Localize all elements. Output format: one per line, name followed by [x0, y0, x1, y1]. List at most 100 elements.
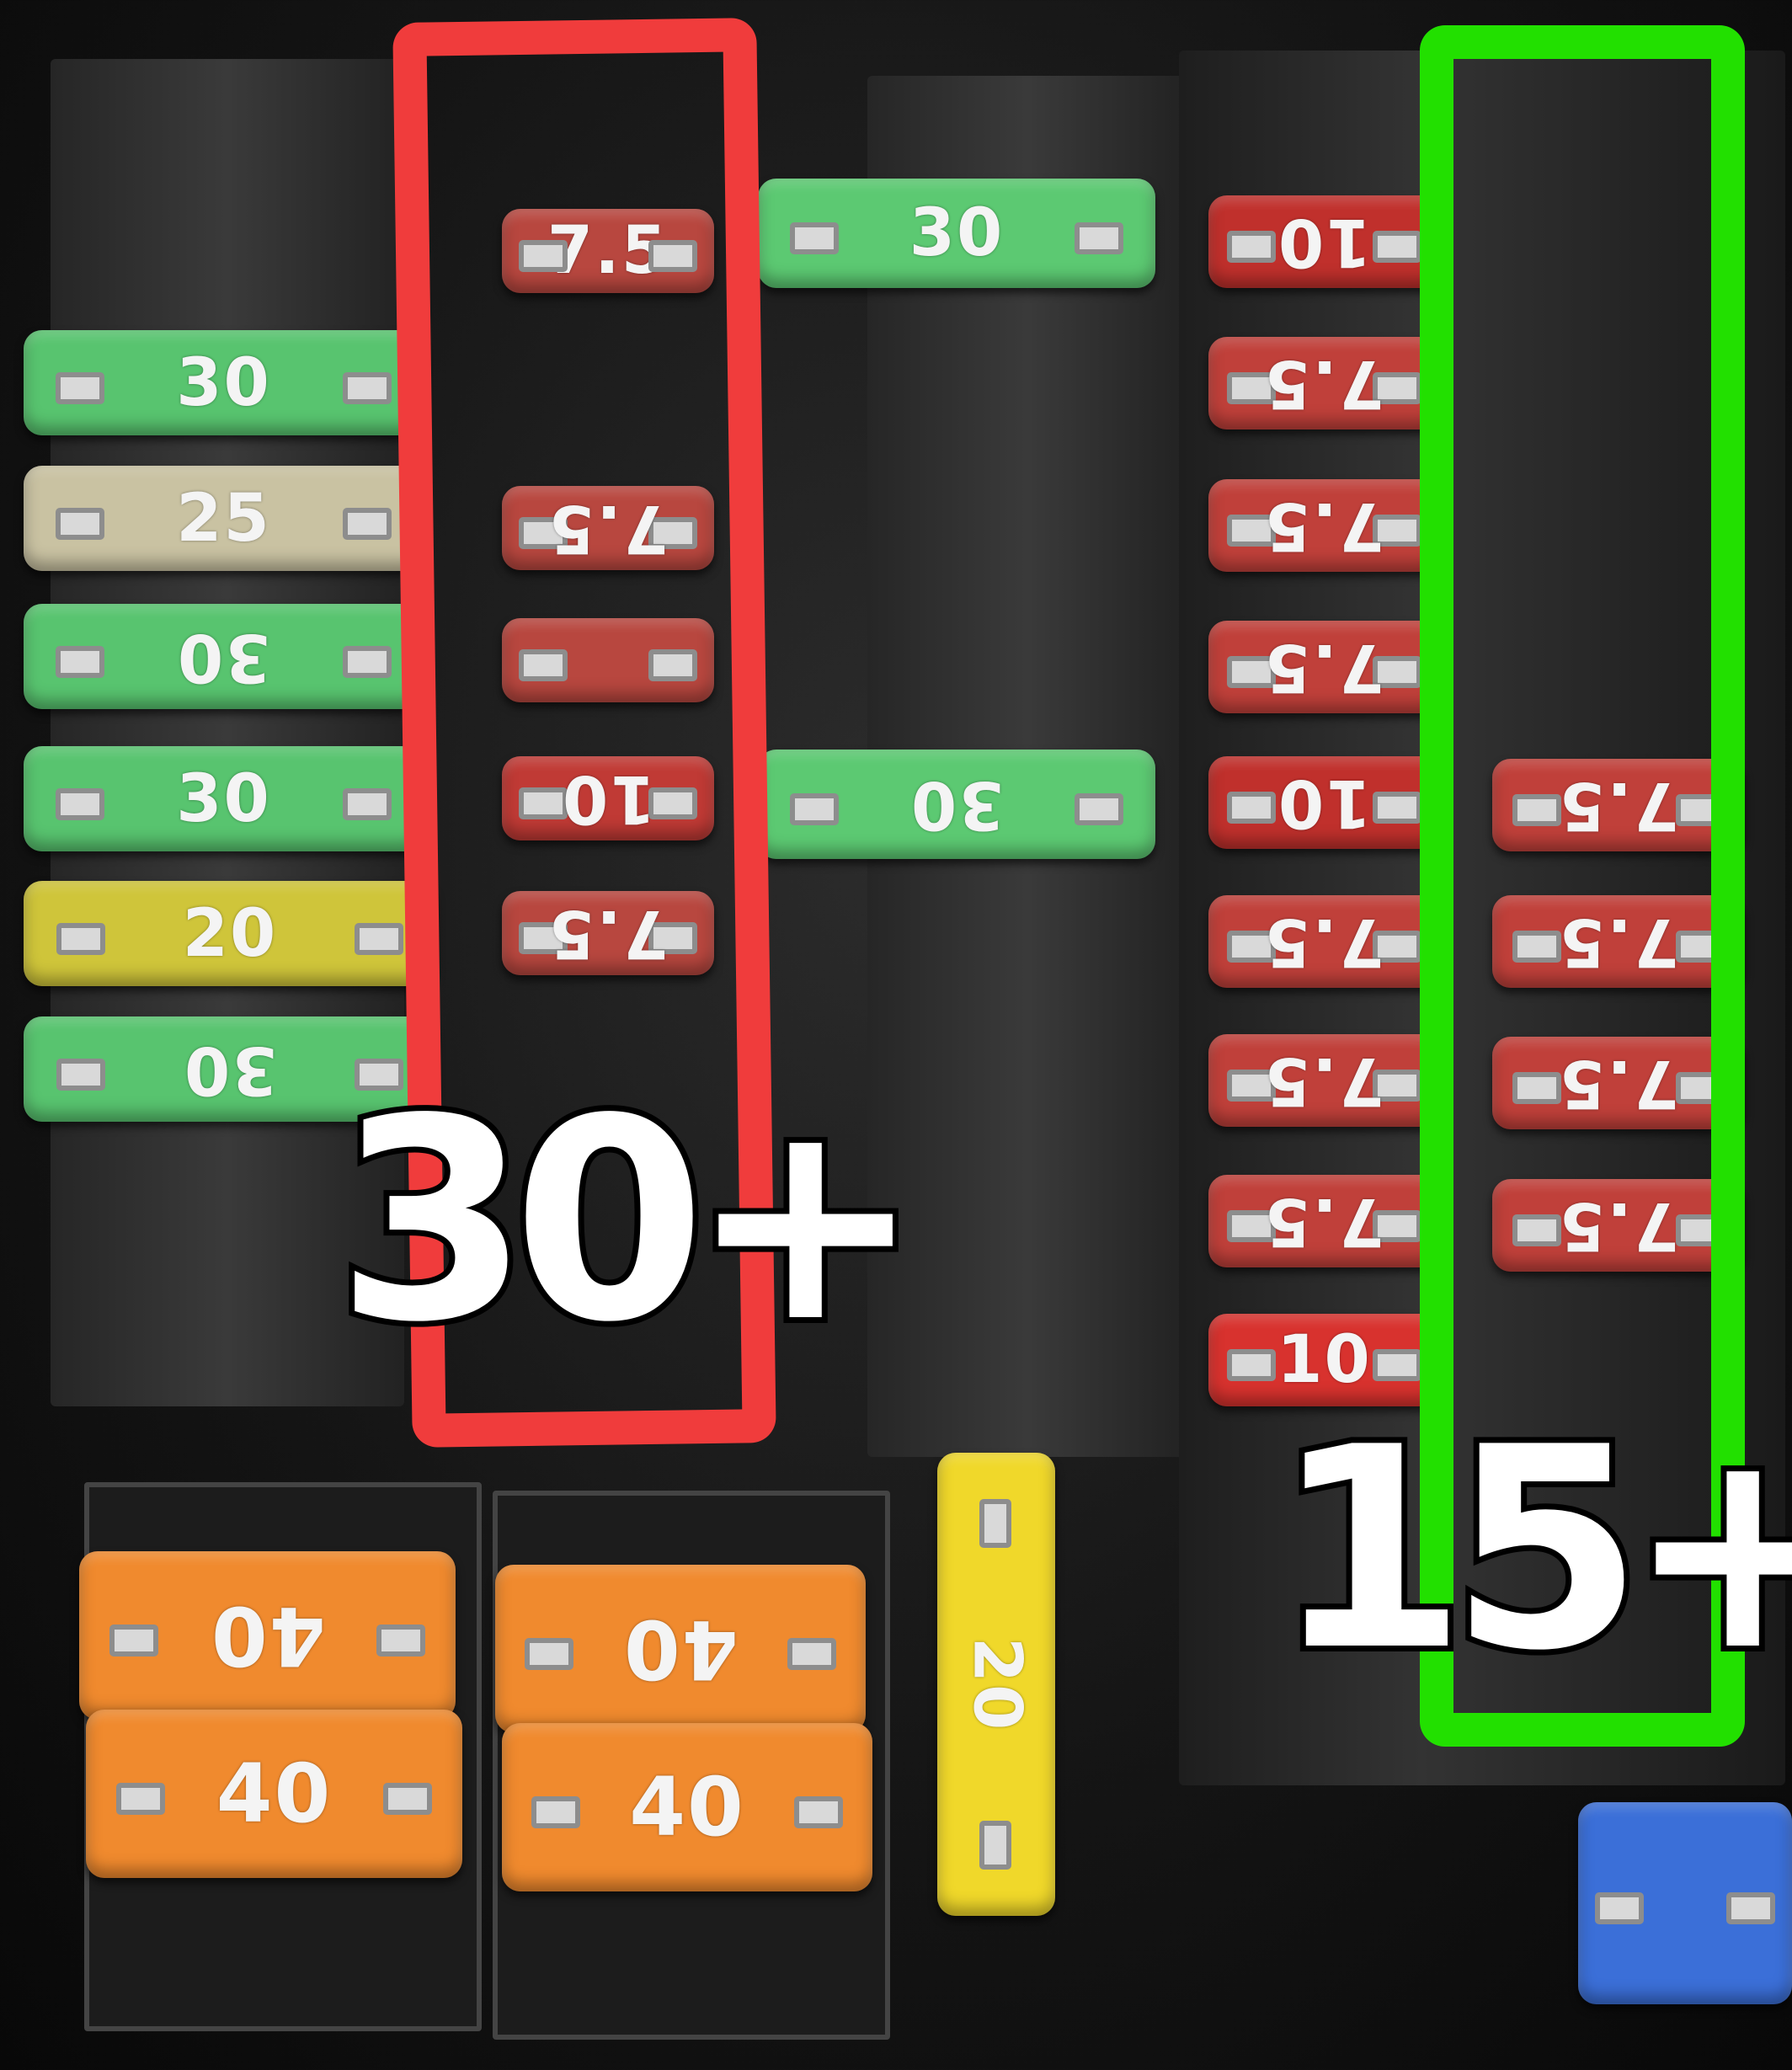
fuse-rating: 30	[909, 195, 1005, 271]
fuse-terminal	[343, 507, 392, 540]
fuse-terminal	[1512, 1072, 1561, 1104]
fuse-terminal	[109, 1625, 158, 1657]
fuse-20a: 20	[937, 1453, 1055, 1916]
fuse-7-5a: 7.5	[1492, 1179, 1745, 1272]
fuse-rating: 7.5	[1263, 488, 1385, 563]
fuse-rating: 30	[176, 760, 271, 837]
fuse-30a: 30	[24, 604, 424, 709]
fuse-terminal	[1373, 231, 1421, 263]
fuse-terminal	[648, 787, 697, 819]
fuse-7-5a: 7.5	[1208, 895, 1440, 988]
fuse-30a: 30	[24, 1016, 436, 1122]
fuse-terminal	[1373, 931, 1421, 963]
fuse-terminal	[1227, 372, 1276, 404]
fuse-terminal	[343, 787, 392, 820]
fuse-terminal	[343, 645, 392, 678]
fuse-7-5a: 7.5	[1208, 621, 1440, 713]
fuse-rating: 7.5	[1263, 1183, 1385, 1259]
fuse-box-housing-left	[51, 59, 404, 1406]
fuse-terminal	[1227, 931, 1276, 963]
fuse-terminal	[56, 922, 106, 955]
fuse-terminal	[56, 371, 104, 404]
fuse-rating: 40	[216, 1747, 333, 1841]
fuse-terminal	[1227, 792, 1276, 824]
fuse-terminal	[1373, 372, 1421, 404]
fuse-obscured	[502, 618, 714, 702]
fuse-rating: 10	[1277, 204, 1372, 280]
fuse-rating: 7.5	[1263, 1043, 1385, 1118]
fuse-terminal	[789, 793, 839, 825]
fuse-terminal	[979, 1821, 1011, 1870]
fuse-rating: 30	[176, 344, 271, 421]
fuse-terminal	[648, 649, 697, 681]
fuse-terminal	[56, 507, 104, 540]
fuse-terminal	[648, 240, 697, 272]
fuse-rating: 30	[182, 1031, 278, 1107]
fuse-terminal	[56, 645, 104, 678]
fuse-terminal	[376, 1625, 426, 1657]
fuse-terminal	[354, 922, 403, 955]
fuse-terminal	[519, 240, 568, 272]
fuse-rating: 40	[629, 1760, 745, 1854]
fuse-terminal	[115, 1783, 165, 1815]
fuse-rating: 7.5	[1263, 345, 1385, 421]
fuse-rating: 10	[1277, 1322, 1372, 1398]
fuse-7-5a: 7.5	[1492, 895, 1745, 988]
fuse-terminal	[519, 517, 568, 549]
fuse-rating: 20	[957, 1636, 1034, 1732]
fuse-rating: 7.5	[1263, 629, 1385, 705]
fuse-terminal	[1373, 656, 1421, 688]
fuse-rating: 20	[182, 895, 278, 972]
fuse-10a: 10	[1208, 195, 1440, 288]
fuse-rating: 30	[176, 618, 271, 695]
fuse-7-5a: 7.5	[502, 209, 714, 293]
fuse-7-5a: 7.5	[1208, 337, 1440, 429]
fuse-terminal	[1512, 931, 1561, 963]
label-15-plus: 15+	[1267, 1388, 1792, 1711]
fuse-7-5a: 7.5	[502, 486, 714, 570]
fuse-10a: 10	[1208, 1314, 1440, 1406]
fuse-rating: 7.5	[1263, 904, 1385, 979]
fuse-terminal	[343, 371, 392, 404]
blue-fuse	[1578, 1802, 1792, 2004]
fuse-terminal	[979, 1499, 1011, 1548]
fuse-7-5a: 7.5	[502, 891, 714, 975]
fuse-terminal	[1373, 1349, 1421, 1381]
fuse-terminal	[519, 787, 568, 819]
fuse-terminal	[1227, 515, 1276, 547]
fuse-terminal	[354, 1058, 403, 1091]
fuse-rating: 30	[909, 766, 1005, 842]
fuse-terminal	[1512, 1214, 1561, 1246]
fuse-terminal	[648, 517, 697, 549]
fuse-rating: 40	[622, 1602, 739, 1696]
fuse-40a: 40	[495, 1565, 866, 1733]
fuse-terminal	[1725, 1892, 1775, 1924]
fuse-terminal	[56, 1058, 106, 1091]
fuse-7-5a: 7.5	[1208, 1175, 1440, 1267]
fuse-7-5a: 7.5	[1208, 1034, 1440, 1127]
fuse-rating: 40	[209, 1588, 326, 1683]
label-30-plus: 30+	[330, 1059, 928, 1383]
fuse-terminal	[1075, 793, 1124, 825]
fuse-terminal	[1373, 792, 1421, 824]
fuse-terminal	[383, 1783, 433, 1815]
fuse-10a: 10	[502, 756, 714, 840]
fuse-terminal	[793, 1796, 843, 1828]
fuse-terminal	[787, 1638, 836, 1670]
fuse-terminal	[1512, 794, 1561, 826]
fuse-rating: 10	[1277, 765, 1372, 840]
fuse-30a: 30	[758, 750, 1155, 859]
fuse-terminal	[648, 922, 697, 954]
fuse-40a: 40	[86, 1710, 462, 1878]
fuse-terminal	[519, 922, 568, 954]
highlight-box-15-plus	[1420, 25, 1745, 1747]
fuse-20a: 20	[24, 881, 436, 986]
fuse-7-5a: 7.5	[1492, 1037, 1745, 1129]
fuse-terminal	[1227, 1210, 1276, 1242]
fuse-terminal	[531, 1796, 581, 1828]
fuse-terminal	[1227, 656, 1276, 688]
fuse-terminal	[1227, 231, 1276, 263]
fuse-terminal	[519, 649, 568, 681]
fuse-terminal	[1075, 222, 1124, 254]
fuse-terminal	[1373, 515, 1421, 547]
